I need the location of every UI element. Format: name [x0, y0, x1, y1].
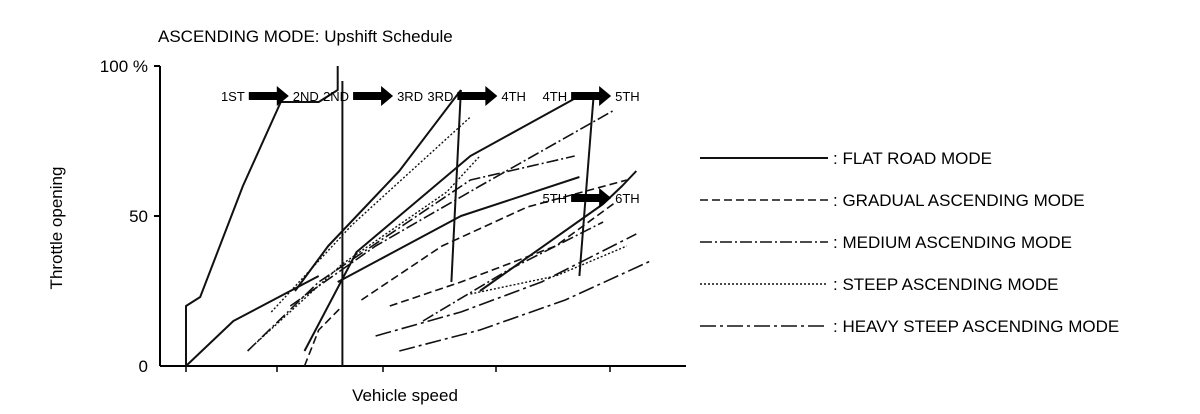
y-tick-label-100: 100 % [100, 57, 148, 76]
gear-to-label: 6TH [615, 191, 640, 206]
shift-curve-solid [337, 176, 580, 283]
shift-curve-dotted [270, 116, 471, 313]
shift-arrow [248, 86, 289, 106]
legend-label: : STEEP ASCENDING MODE [833, 275, 1058, 294]
y-tick-label-0: 0 [139, 357, 148, 376]
gear-from-label: 4TH [543, 89, 568, 104]
shift-curve-dashed [389, 200, 618, 307]
legend-label: : HEAVY STEEP ASCENDING MODE [833, 317, 1119, 336]
gear-from-label: 2ND [323, 89, 349, 104]
gear-shift-marker: 2ND 3RD [323, 86, 423, 106]
shift-curve-solid [450, 89, 462, 283]
legend-label: : MEDIUM ASCENDING MODE [833, 233, 1072, 252]
shift-arrow [457, 86, 498, 106]
shift-curve-solid [479, 170, 638, 292]
shift-curve-dotted [470, 245, 628, 295]
y-axis-title: Throttle opening [47, 167, 66, 290]
shift-arrow [571, 188, 612, 208]
x-axis [160, 365, 686, 372]
shift-curve-longdash [375, 233, 637, 337]
y-axis: 100 % 50 0 [100, 57, 161, 376]
gear-to-label: 4TH [501, 89, 526, 104]
legend-item: : MEDIUM ASCENDING MODE [700, 233, 1072, 252]
shift-curve-solid [294, 89, 462, 292]
gear-shift-marker: 5TH 6TH [543, 188, 640, 208]
shift-curve-solid [185, 66, 339, 366]
shift-curve-dashed [360, 179, 628, 301]
shift-curve-dashdot [289, 110, 613, 307]
gear-shift-marker: 3RD 4TH [427, 86, 526, 106]
y-tick-label-50: 50 [129, 207, 148, 226]
shift-curve-dotted [256, 155, 481, 343]
shift-curve-dashed [303, 305, 343, 367]
gear-to-label: 5TH [615, 89, 640, 104]
shift-curve-solid [303, 95, 580, 352]
shift-curve-dashdot [422, 221, 604, 322]
legend-item: : GRADUAL ASCENDING MODE [700, 191, 1085, 210]
shift-arrow [353, 86, 394, 106]
gear-to-label: 2ND [293, 89, 319, 104]
gear-shift-markers: 1ST 2ND 2ND 3RD 3RD 4TH 4TH 5TH 5TH 6TH [221, 86, 640, 208]
shift-curve-dashdot [247, 155, 575, 352]
gear-to-label: 3RD [397, 89, 423, 104]
shift-curve-longdash [399, 260, 651, 352]
shift-curve-solid [185, 275, 320, 367]
legend-item: : STEEP ASCENDING MODE [700, 275, 1058, 294]
legend-item: : FLAT ROAD MODE [700, 149, 992, 168]
shift-curve-solid [578, 95, 595, 277]
chart-title: ASCENDING MODE: Upshift Schedule [158, 27, 453, 46]
x-axis-title: Vehicle speed [352, 386, 458, 405]
gear-from-label: 1ST [221, 89, 245, 104]
gear-from-label: 5TH [543, 191, 568, 206]
legend-label: : GRADUAL ASCENDING MODE [833, 191, 1085, 210]
legend-label: : FLAT ROAD MODE [833, 149, 992, 168]
legend: : FLAT ROAD MODE : GRADUAL ASCENDING MODE… [700, 149, 1119, 336]
shift-arrow [571, 86, 612, 106]
gear-shift-marker: 1ST 2ND [221, 86, 319, 106]
gear-shift-marker: 4TH 5TH [543, 86, 640, 106]
shift-curves [185, 66, 651, 367]
gear-from-label: 3RD [427, 89, 453, 104]
legend-item: : HEAVY STEEP ASCENDING MODE [700, 317, 1119, 336]
